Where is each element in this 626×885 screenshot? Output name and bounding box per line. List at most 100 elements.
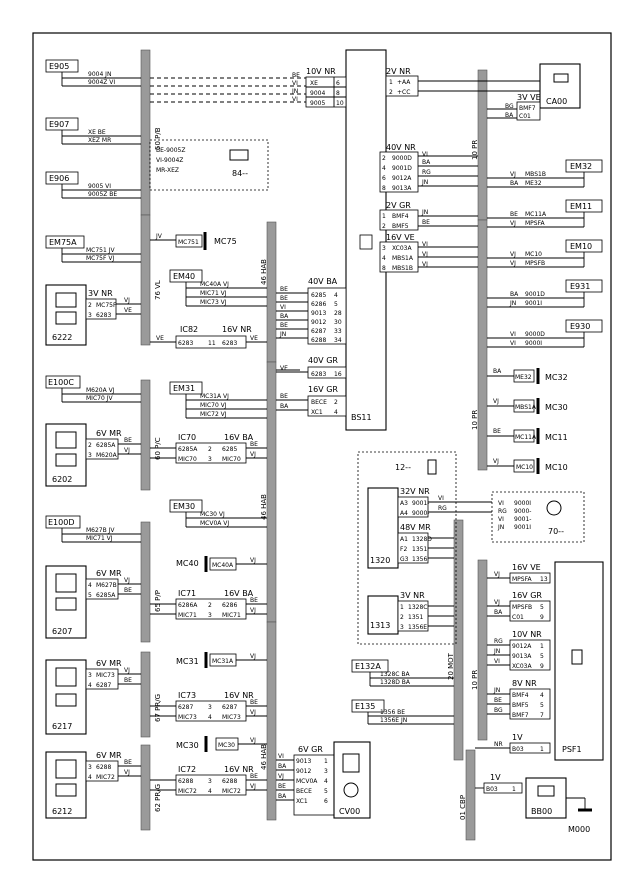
device-label: 6212 [52,807,72,816]
svg-text:VI: VI [510,340,516,347]
svg-text:MC751: MC751 [178,239,199,246]
harness-46hab-3 [266,621,277,821]
svg-text:9001-: 9001- [514,516,531,523]
tag-text: E905 [49,62,69,71]
window-icon [55,693,77,707]
splice-label: MC30 [176,741,199,750]
svg-text:MPSFA: MPSFA [525,220,546,227]
window-icon [55,453,77,467]
svg-text:MPSFA: MPSFA [512,576,533,583]
svg-text:XE BE: XE BE [88,129,106,136]
svg-text:XC03A: XC03A [392,245,412,252]
svg-text:6: 6 [324,798,328,805]
svg-text:4: 4 [334,409,338,416]
connector-label: 2V NR [386,67,411,76]
door-icon [55,431,77,449]
splice-mc30-right: VJ MBS1A MC30 [487,398,568,414]
tag-text: E906 [49,174,69,183]
svg-text:4: 4 [324,778,328,785]
svg-text:VJ: VJ [493,398,499,405]
splice-mc32: BA ME32 MC32 [487,368,568,384]
svg-text:VI: VI [280,304,286,311]
tag-text: E100C [48,378,74,387]
harness-label: 76 VL [154,280,162,300]
svg-text:VJ: VJ [510,171,516,178]
connector-label: 6V MR [96,659,122,668]
svg-text:BECE: BECE [296,788,312,795]
svg-text:+AA: +AA [397,79,411,86]
connector-40vnr [379,151,419,193]
harness-65pp [140,521,151,643]
svg-text:MC31A: MC31A [212,658,234,665]
device-label: 84-- [232,169,248,178]
svg-text:VI-9004Z: VI-9004Z [156,157,183,164]
svg-text:BMF7: BMF7 [512,712,529,719]
harness-50pb [140,49,151,216]
svg-text:4: 4 [382,165,386,172]
svg-text:5: 5 [540,702,544,709]
svg-text:M627B: M627B [96,582,117,589]
inline-label: IC73 [178,691,196,700]
svg-text:BA: BA [493,368,502,375]
splice-mc11: BE MC11A MC11 [487,428,568,444]
connector-10vnr [305,76,347,108]
svg-text:VJ: VJ [124,667,130,674]
svg-text:VJ: VJ [494,599,500,606]
svg-text:9012: 9012 [296,768,311,775]
svg-text:3: 3 [208,612,212,619]
svg-text:NR: NR [494,741,503,748]
connector-label: 2V GR [386,201,411,210]
car-icon [55,311,77,325]
svg-text:MR-XEZ: MR-XEZ [156,167,179,174]
svg-text:3: 3 [208,456,212,463]
svg-text:JV: JV [155,233,163,240]
device-label: 1320 [370,556,390,565]
connector-label: 10V NR [512,630,542,639]
connector-16vgr [307,395,347,417]
svg-text:1328D BA: 1328D BA [380,679,411,686]
svg-text:6283: 6283 [178,340,193,347]
svg-text:BG: BG [505,103,514,110]
svg-text:XC1: XC1 [311,409,323,416]
ecu-bs11 [345,49,387,431]
connector-label: 6V MR [96,569,122,578]
svg-text:MIC70: MIC70 [178,456,197,463]
svg-text:BE: BE [124,677,132,684]
svg-text:C01: C01 [519,113,531,120]
connector-label: 6V GR [298,745,323,754]
svg-text:VE: VE [124,307,132,314]
svg-text:MIC72 VJ: MIC72 VJ [200,411,227,418]
probe-icon [427,459,437,475]
svg-text:MC75: MC75 [214,237,237,246]
harness-label: 50 P/B [154,127,162,150]
chip-icon [359,234,373,250]
svg-text:VE: VE [280,365,288,372]
device-label: 70-- [548,527,564,536]
svg-text:16: 16 [334,371,342,378]
svg-text:VJ: VJ [124,577,130,584]
svg-text:9001I: 9001I [525,300,542,307]
svg-text:BE: BE [493,428,501,435]
svg-text:VJ: VJ [250,607,256,614]
svg-text:JN: JN [421,209,428,216]
svg-text:9001D: 9001D [392,165,412,172]
svg-text:MC40A: MC40A [212,562,234,569]
svg-text:C01: C01 [512,614,524,621]
connector-40vgr [307,366,347,379]
svg-text:VJ: VJ [250,557,256,564]
svg-text:28: 28 [334,310,342,317]
fuse-icon [571,649,583,665]
svg-text:1328C: 1328C [408,604,427,611]
connector-label: 16V VE [386,233,415,242]
svg-text:9000I: 9000I [514,500,531,507]
svg-text:VJ: VJ [250,451,256,458]
svg-text:G3: G3 [400,556,409,563]
svg-text:9004 JN: 9004 JN [88,71,111,78]
svg-text:MCV0A: MCV0A [296,778,318,785]
door-icon [55,667,77,687]
svg-text:9013: 9013 [296,758,311,765]
svg-text:XC1: XC1 [296,798,308,805]
svg-text:9000I: 9000I [525,340,542,347]
device-label: 6202 [52,475,72,484]
connector-label: 40V GR [308,356,338,365]
